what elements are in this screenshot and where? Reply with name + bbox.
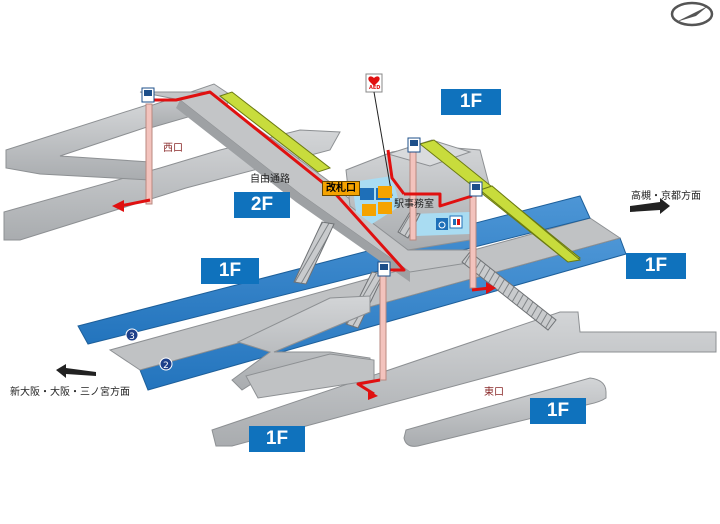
floor-tag-1f-right: 1F (626, 253, 686, 279)
floor-tag-1f-bottom: 1F (249, 426, 305, 452)
west-exit-label: 西口 (163, 143, 183, 154)
track-2-badge: 2 (159, 357, 173, 371)
aed-icon[interactable] (365, 73, 393, 197)
aed-label: AED (369, 85, 381, 91)
lower-stairs (293, 221, 335, 285)
arrow-kyoto (630, 198, 670, 214)
track-3-badge: 3 (125, 328, 139, 342)
accessible-route (119, 90, 491, 396)
compass-icon (670, 1, 714, 27)
floor-tag-1f-top: 1F (441, 89, 501, 115)
elevator-shaft-south (379, 269, 387, 381)
passage-label: 自由通路 (250, 174, 290, 185)
toilet-icon (449, 215, 463, 229)
east-exit-label: 東口 (484, 387, 504, 398)
wheelchair-icon (436, 218, 448, 230)
station-office-label: 駅事務室 (394, 199, 434, 210)
elevator-icon[interactable] (141, 87, 155, 103)
elevator-shaft-west (145, 103, 153, 205)
floor-tag-2f: 2F (234, 192, 290, 218)
direction-osaka-label: 新大阪・大阪・三ノ宮方面 (10, 387, 130, 398)
elevator-icon[interactable] (377, 261, 391, 277)
elevator-icon[interactable] (469, 181, 483, 197)
svg-text:3: 3 (129, 332, 135, 342)
east-stairs (461, 251, 557, 331)
elevator-shaft-east (469, 195, 477, 289)
lower-platform (211, 311, 717, 447)
gate-label: 改札口 (322, 181, 360, 196)
floor-tag-1f-left: 1F (201, 258, 259, 284)
arrow-osaka (56, 364, 96, 378)
escalator-west[interactable] (218, 91, 332, 173)
elevator-icon[interactable] (407, 137, 421, 153)
west-stairs (5, 103, 151, 181)
escalator-east-2[interactable] (478, 185, 582, 263)
ticket-icon (360, 186, 392, 216)
svg-text:2: 2 (163, 361, 169, 371)
direction-kyoto-label: 高槻・京都方面 (631, 191, 701, 202)
east-ground-platform (403, 377, 607, 447)
floor-tag-1f-bottom-right: 1F (530, 398, 586, 424)
